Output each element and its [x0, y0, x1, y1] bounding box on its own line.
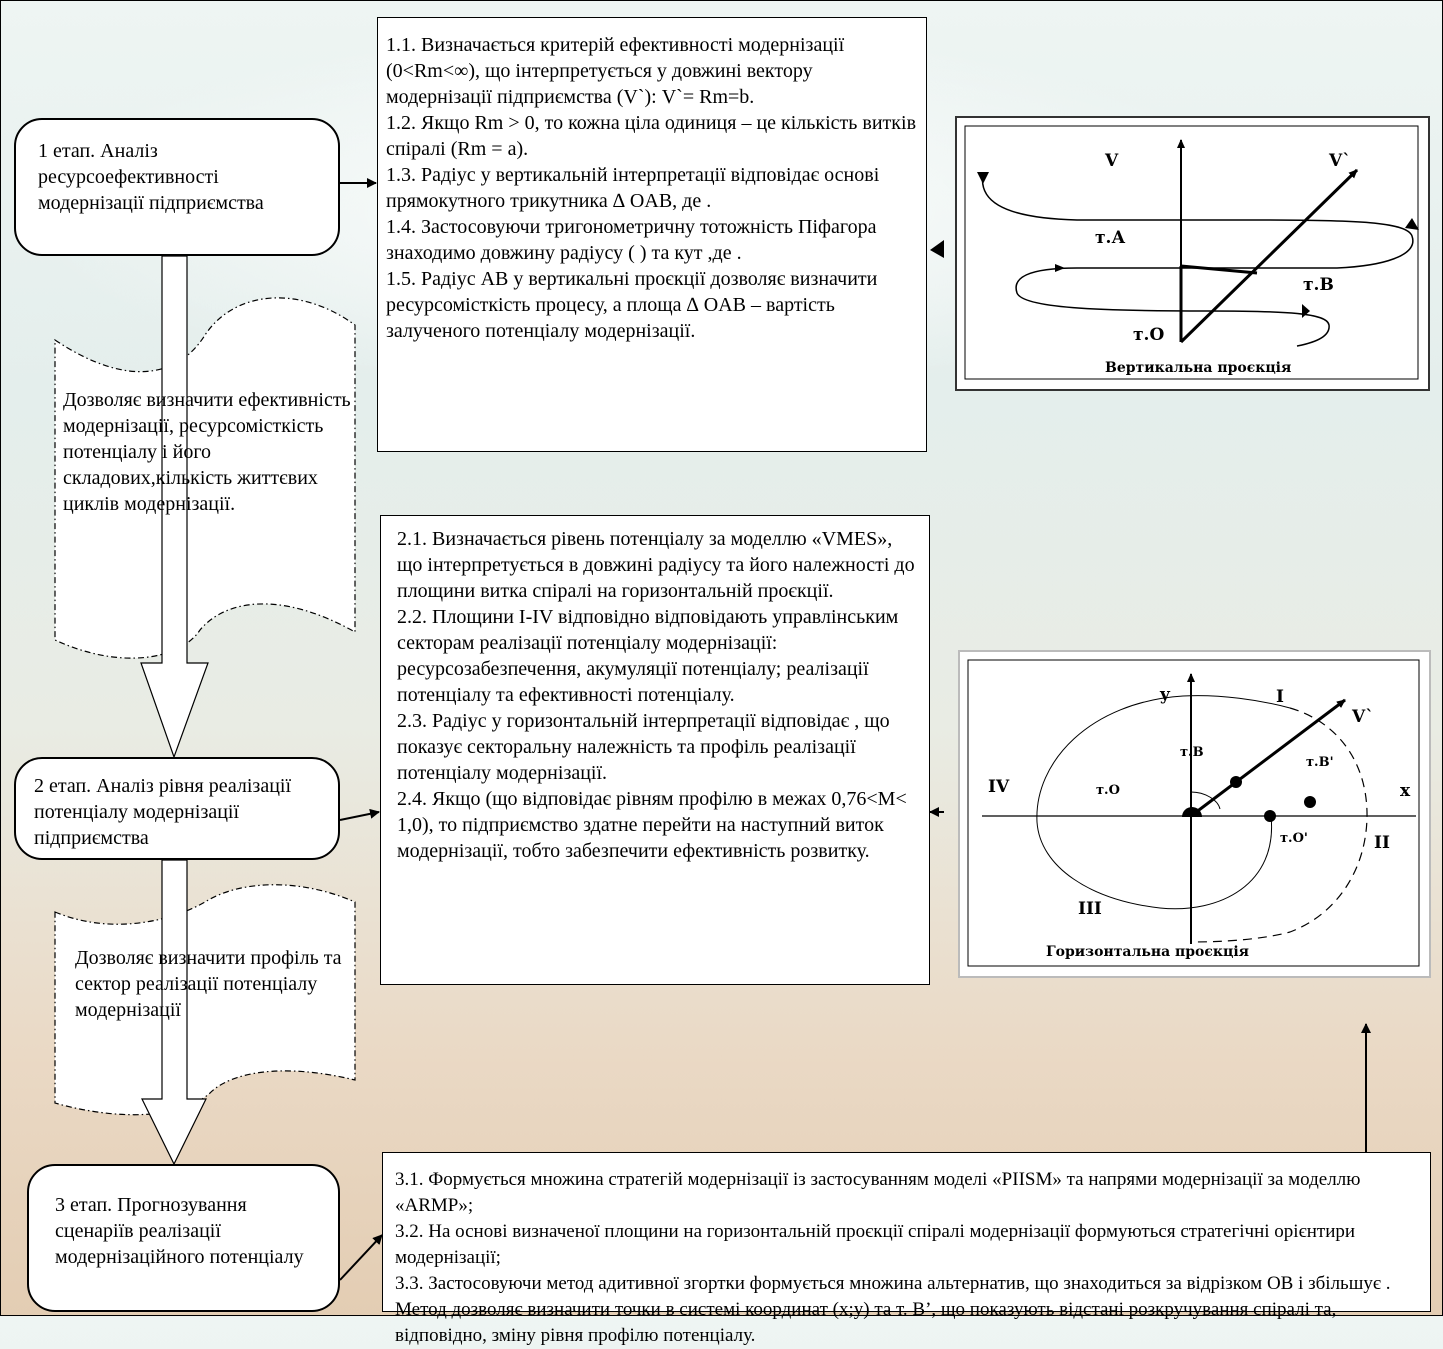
- horizontal-projection-drawing: y x I II III IV V` т.В т.В' т.О т.О' Гор…: [967, 659, 1420, 967]
- label-v-prime: V`: [1351, 707, 1374, 727]
- arrow-fig1-to-desc1: [930, 240, 944, 258]
- label-quadrant-iii: III: [1078, 899, 1102, 919]
- label-point-o-prime: т.О': [1280, 831, 1308, 846]
- horizontal-caption: Горизонтальна проєкція: [1046, 944, 1249, 960]
- label-point-b: т.В: [1303, 275, 1334, 295]
- label-quadrant-i: I: [1276, 687, 1284, 707]
- block-arrow-2: [141, 859, 207, 1166]
- arrow-stage3-to-desc3: [339, 1234, 383, 1281]
- label-quadrant-iv: IV: [988, 777, 1010, 797]
- label-y: y: [1159, 685, 1171, 705]
- spiral-solid-arc: [1036, 695, 1291, 910]
- v-prime-vector: [1179, 168, 1359, 344]
- vertical-projection-drawing: V V` т.А т.В т.О Вертикальна проєкція: [964, 125, 1419, 380]
- description-1-item: 1.2. Якщо Rm > 0, то кожна ціла одиниця …: [386, 112, 917, 160]
- label-point-a: т.А: [1095, 228, 1125, 248]
- stage-2-box: 2 етап. Аналіз рівня реалізації потенціа…: [14, 757, 340, 860]
- triangle-ab: [1180, 264, 1258, 275]
- description-3-item: 3.1. Формується множина стратегій модерн…: [395, 1169, 1361, 1216]
- angle-arc: [1190, 791, 1221, 810]
- label-x: x: [1400, 781, 1411, 801]
- description-3-list: 3.1. Формується множина стратегій модерн…: [395, 1167, 1405, 1349]
- description-1-item: 1.1. Визначається критерій ефективності …: [386, 34, 845, 108]
- description-1-item: 1.5. Радіус АВ у вертикальні проєкції до…: [386, 268, 878, 342]
- description-2-list: 2.1. Визначається рівень потенціалу за м…: [397, 526, 917, 864]
- spiral-curve: [981, 173, 1414, 347]
- stage-3-text: 3 етап. Прогнозування сценаріїв реалізац…: [55, 1194, 304, 1268]
- description-2-item: 2.4. Якщо (що відповідає рівням профілю …: [397, 788, 907, 862]
- description-2-item: 2.1. Визначається рівень потенціалу за м…: [397, 528, 915, 602]
- label-v-prime: V`: [1328, 151, 1351, 171]
- vertical-projection-figure: V V` т.А т.В т.О Вертикальна проєкція: [955, 116, 1430, 391]
- description-box-1: 1.1. Визначається критерій ефективності …: [377, 17, 927, 452]
- spiral-dashed-arc: [1190, 707, 1368, 943]
- stage-3-box: 3 етап. Прогнозування сценаріїв реалізац…: [27, 1164, 340, 1312]
- label-point-o: т.О: [1133, 325, 1164, 345]
- description-2-item: 2.3. Радіус у горизонтальній інтерпретац…: [397, 710, 890, 784]
- point-o: [1182, 807, 1202, 817]
- description-1-item: 1.3. Радіус у вертикальній інтерпретації…: [386, 164, 880, 212]
- description-3-item: 3.2. На основі визначеної площини на гор…: [395, 1221, 1356, 1268]
- point-b-prime: [1304, 796, 1316, 808]
- label-v: V: [1104, 151, 1119, 171]
- stage-1-text: 1 етап. Аналіз ресурсоефективності модер…: [38, 140, 264, 214]
- label-quadrant-ii: II: [1374, 833, 1390, 853]
- spiral-arrow-head: [1302, 304, 1310, 318]
- label-point-o: т.О: [1096, 783, 1120, 798]
- spiral-arrow-head: [977, 172, 989, 184]
- point-o-prime: [1264, 810, 1276, 822]
- v-prime-vector: [1190, 698, 1346, 818]
- note-2-text: Дозволяє визначити профіль та сектор реа…: [75, 947, 342, 1021]
- description-box-3: 3.1. Формується множина стратегій модерн…: [382, 1152, 1431, 1346]
- description-2-item: 2.2. Площини I-IV відповідно відповідают…: [397, 606, 899, 706]
- label-point-b: т.В: [1180, 745, 1204, 760]
- description-1-item: 1.4. Застосовуючи тригонометричну тотожн…: [386, 216, 877, 264]
- spiral-arrow-head: [1405, 218, 1419, 230]
- note-1-text: Дозволяє визначити ефективність модерніз…: [63, 389, 351, 515]
- spiral-arrow-head: [1055, 264, 1065, 272]
- point-b: [1230, 776, 1242, 788]
- vertical-caption: Вертикальна проєкція: [1105, 360, 1291, 376]
- description-3-item: 3.3. Застосовуючи метод адитивної згортк…: [395, 1273, 1391, 1346]
- description-1-list: 1.1. Визначається критерій ефективності …: [386, 32, 922, 344]
- block-arrow-1: [140, 255, 209, 759]
- connector-layer: [54, 178, 1371, 1281]
- label-point-b-prime: т.В': [1306, 755, 1334, 770]
- description-box-2: 2.1. Визначається рівень потенціалу за м…: [380, 515, 930, 985]
- stage-1-box: 1 етап. Аналіз ресурсоефективності модер…: [14, 118, 340, 256]
- arrow-stage2-to-desc2: [339, 808, 380, 821]
- horizontal-projection-figure: y x I II III IV V` т.В т.В' т.О т.О' Гор…: [958, 650, 1431, 978]
- stage-2-text: 2 етап. Аналіз рівня реалізації потенціа…: [34, 775, 292, 849]
